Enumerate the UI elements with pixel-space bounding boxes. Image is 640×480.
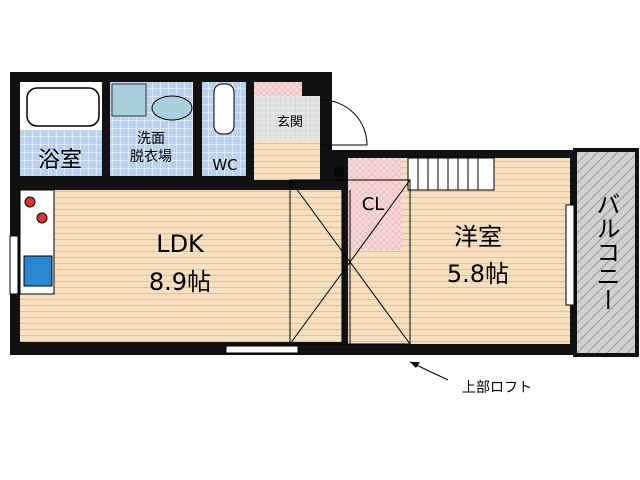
room-label-washroom-1: 洗面	[137, 131, 165, 147]
bathroom	[20, 130, 102, 176]
ldk-window[interactable]	[225, 345, 299, 354]
entrance-floor	[254, 96, 320, 140]
balcony-window[interactable]	[565, 204, 575, 306]
room-label-toilet: WC	[212, 156, 237, 174]
stove-burner-icon	[24, 196, 36, 208]
room-label-washroom-2: 脱衣場	[130, 149, 172, 165]
entrance-door[interactable]	[321, 99, 368, 146]
ldk-floor	[20, 190, 342, 342]
shoe-box	[254, 82, 302, 96]
kitchen-sink	[23, 255, 53, 287]
sink	[151, 95, 193, 121]
stove-burner-icon	[36, 212, 48, 224]
stairs	[407, 157, 495, 191]
washing-machine	[111, 83, 147, 117]
room-size-ldk: 8.9帖	[149, 268, 211, 296]
room-label-closet: CL	[362, 194, 385, 215]
hallway	[254, 140, 320, 180]
bathtub	[26, 87, 100, 127]
room-label-balcony: バルコニー	[592, 192, 620, 312]
room-label-western: 洋室	[454, 223, 502, 251]
arrow-head-icon	[410, 362, 420, 368]
kitchen-window[interactable]	[9, 235, 19, 295]
loft-ladder	[289, 179, 411, 345]
room-label-bath: 浴室	[38, 148, 82, 173]
room-label-shelf: 棚	[333, 164, 345, 179]
room-label-entrance: 玄関	[277, 115, 303, 130]
loft-annotation: 上部ロフト	[462, 380, 532, 396]
toilet	[213, 83, 235, 135]
room-size-western: 5.8帖	[447, 260, 509, 288]
room-label-ldk: LDK	[156, 230, 205, 258]
balcony	[573, 148, 639, 357]
